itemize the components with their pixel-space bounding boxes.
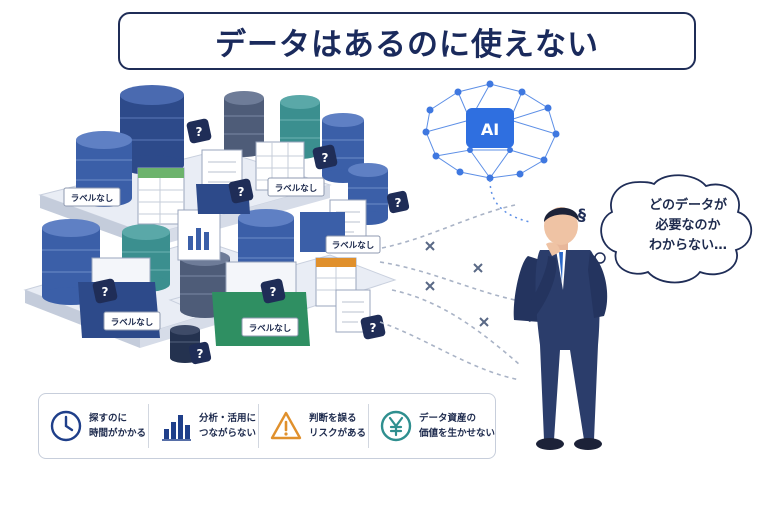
svg-text:?: ?	[270, 285, 277, 299]
ai-chip-icon: AI	[466, 108, 514, 148]
speech-bubble	[586, 174, 753, 284]
question-mark-icon: ?	[386, 190, 410, 214]
question-mark-icon: ?	[228, 178, 254, 204]
legend-text: データ資産の価値を生かせない	[419, 413, 496, 439]
unlabeled-tag: ラベルなし	[325, 235, 381, 254]
svg-text:?: ?	[102, 285, 109, 299]
page-title: データはあるのに使えない	[215, 26, 599, 63]
broken-link-x-icons	[425, 241, 489, 327]
legend-item-risk: 判断を誤るリスクがある	[258, 404, 368, 448]
question-mark-icon: ?	[260, 278, 286, 304]
warning-icon	[270, 411, 302, 440]
legend-item-time: 探すのに時間がかかる	[39, 404, 148, 448]
svg-text:?: ?	[238, 185, 245, 199]
ai-brain-nodes	[422, 80, 560, 182]
spreadsheet-icon	[137, 167, 185, 225]
title-banner: データはあるのに使えない	[118, 12, 696, 70]
problem-legend: 探すのに時間がかかる 分析・活用につながらない 判断を誤るリスクがある	[38, 393, 496, 459]
legend-text: 判断を誤るリスクがある	[309, 413, 367, 439]
broken-connection-lines	[379, 204, 521, 381]
bubble-line: どのデータが	[648, 198, 727, 213]
unlabeled-tag: ラベルなし	[103, 311, 161, 331]
bar-chart-document-icon	[177, 209, 221, 261]
svg-text:?: ?	[197, 347, 204, 361]
question-mark-icon: ?	[186, 118, 212, 144]
question-mark-icon: ?	[360, 314, 386, 340]
thinking-squiggle-icon: §	[578, 205, 586, 224]
ai-label: AI	[481, 120, 499, 139]
question-mark-icon: ?	[312, 144, 338, 170]
tag-text: ラベルなし	[111, 318, 154, 328]
yen-icon	[380, 410, 412, 442]
businessman-figure	[513, 207, 608, 450]
question-mark-icon: ?	[188, 341, 212, 365]
svg-text:?: ?	[196, 125, 203, 139]
tag-text: ラベルなし	[249, 324, 292, 334]
legend-item-asset-value: データ資産の価値を生かせない	[368, 404, 495, 448]
tag-text: ラベルなし	[71, 194, 114, 204]
thought-bubble-text: どのデータが 必要なのか わからない…	[628, 196, 748, 256]
svg-text:?: ?	[395, 196, 402, 210]
tag-text: ラベルなし	[275, 184, 318, 194]
legend-text: 探すのに時間がかかる	[89, 413, 147, 439]
bar-chart-icon	[162, 415, 191, 441]
ai-dotted-link	[489, 179, 531, 223]
bubble-line: 必要なのか	[655, 218, 721, 233]
database-icon	[224, 91, 264, 157]
legend-item-analysis: 分析・活用につながらない	[148, 404, 258, 448]
unlabeled-tag: ラベルなし	[267, 177, 325, 197]
tag-text: ラベルなし	[332, 241, 375, 251]
unlabeled-tag: ラベルなし	[63, 187, 121, 207]
question-mark-icon: ?	[92, 278, 118, 304]
unlabeled-tag: ラベルなし	[241, 317, 299, 337]
svg-text:?: ?	[322, 151, 329, 165]
svg-text:?: ?	[370, 321, 377, 335]
bubble-line: わからない…	[648, 238, 727, 253]
clock-icon	[50, 410, 82, 442]
legend-text: 分析・活用につながらない	[199, 413, 257, 439]
